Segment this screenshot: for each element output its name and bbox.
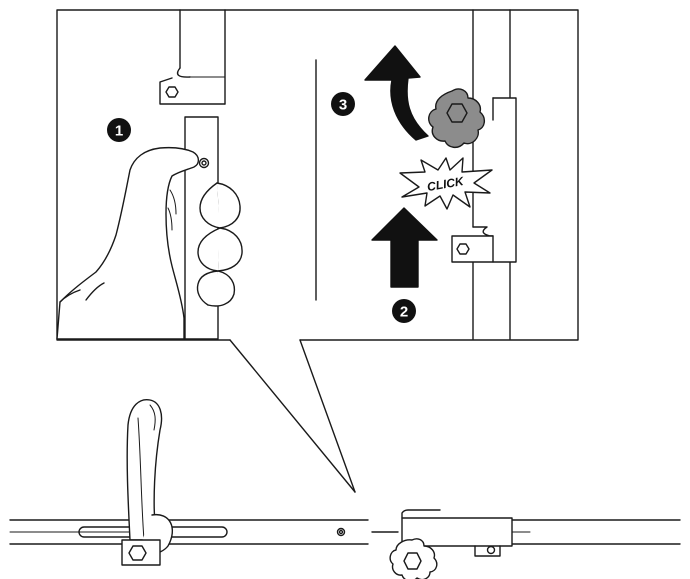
arrow-rotate-icon bbox=[364, 45, 429, 141]
handle-icon bbox=[121, 398, 173, 566]
spring-pin-icon bbox=[336, 527, 346, 537]
spring-pin-icon bbox=[198, 157, 210, 169]
step-number-1: 1 bbox=[115, 123, 123, 140]
hand-icon bbox=[56, 146, 243, 340]
click-label: CLICK bbox=[426, 174, 466, 194]
main-tube bbox=[9, 519, 681, 545]
arrow-up-icon bbox=[371, 207, 438, 288]
upper-tube-left bbox=[159, 9, 226, 105]
step-number-2: 2 bbox=[400, 304, 408, 321]
step-badge-2: 2 bbox=[392, 299, 416, 323]
step-badge-1: 1 bbox=[107, 118, 131, 142]
hex-bolt-icon bbox=[165, 86, 179, 98]
knob-icon bbox=[428, 88, 485, 148]
step-number-3: 3 bbox=[339, 97, 347, 114]
knob-icon bbox=[389, 538, 438, 579]
sleeve-assembly bbox=[401, 509, 513, 557]
hex-bolt-icon bbox=[456, 243, 470, 255]
step-badge-3: 3 bbox=[331, 92, 355, 116]
click-burst-icon bbox=[399, 157, 493, 210]
callout-frame bbox=[56, 9, 579, 493]
hex-bolt-icon bbox=[128, 545, 147, 561]
